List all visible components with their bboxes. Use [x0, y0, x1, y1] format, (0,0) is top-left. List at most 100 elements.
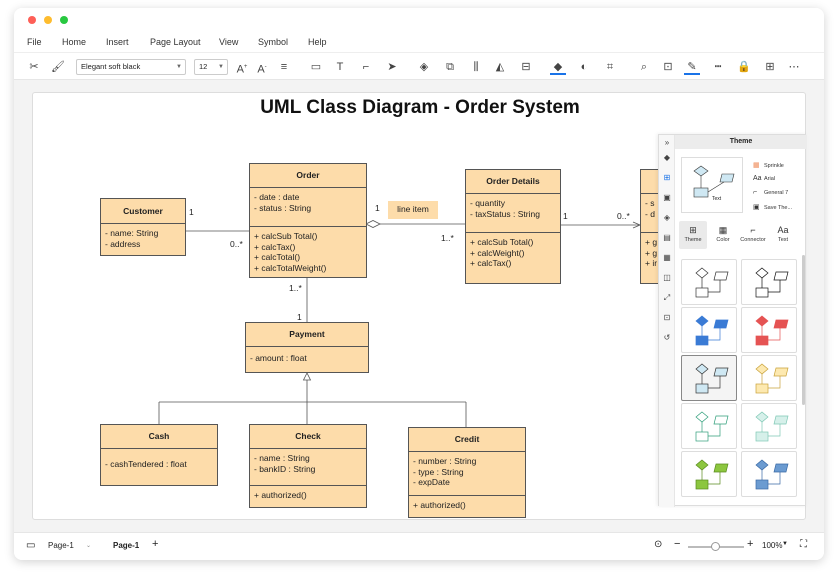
theme-card[interactable] — [681, 451, 737, 497]
class-name: Check — [250, 425, 366, 449]
multiplicity-label: 1 — [189, 207, 194, 217]
decrease-font-icon[interactable]: A- — [257, 63, 267, 76]
fill-color-icon[interactable]: ◆ — [550, 59, 566, 75]
class-cash[interactable]: Cash - cashTendered : float — [100, 424, 218, 486]
workspace: UML Class Diagram - Order System — [14, 80, 824, 532]
pointer-icon[interactable]: ➤ — [387, 61, 397, 73]
pen-color-icon[interactable]: ✎ — [684, 59, 700, 75]
page-tab-select[interactable]: Page-1 — [48, 541, 74, 550]
theme-card[interactable] — [681, 355, 737, 401]
close-window-button[interactable] — [28, 16, 36, 24]
search-icon[interactable]: ⌕ — [640, 61, 648, 73]
fullscreen-icon[interactable]: ⛶ — [800, 539, 807, 550]
class-operation: + calcSub Total() — [254, 231, 318, 241]
maximize-window-button[interactable] — [60, 16, 68, 24]
fit-icon[interactable]: ⊞ — [765, 61, 775, 73]
class-credit[interactable]: Credit - number : String - type : String… — [408, 427, 526, 518]
chevron-down-icon[interactable]: ▼ — [782, 541, 788, 547]
class-customer[interactable]: Customer - name: String - address — [100, 198, 186, 256]
class-operation: + calcTax() — [254, 241, 296, 252]
zoom-slider-thumb[interactable] — [711, 542, 720, 551]
minimize-window-button[interactable] — [44, 16, 52, 24]
theme-card[interactable] — [741, 259, 797, 305]
align-icon[interactable]: ≡ — [280, 61, 288, 73]
group-icon[interactable]: ⧉ — [446, 61, 454, 73]
menu-symbol[interactable]: Symbol — [258, 37, 289, 47]
theme-card[interactable] — [681, 259, 737, 305]
increase-font-icon[interactable]: A+ — [236, 63, 248, 76]
tab-connector[interactable]: ⌐Connector — [740, 225, 766, 243]
fill-panel-icon[interactable]: ◆ — [663, 153, 671, 162]
distribute-icon[interactable]: ⫼ — [473, 61, 479, 73]
lock-icon[interactable]: 🔒 — [737, 61, 751, 73]
zoom-in-icon[interactable]: + — [747, 538, 754, 550]
font-size-select[interactable]: 12▼ — [194, 59, 228, 75]
save-theme-button[interactable]: ▣Save The... — [753, 204, 793, 211]
menu-home[interactable]: Home — [62, 37, 87, 47]
class-operation: + ir — [645, 258, 658, 268]
theme-option-sprinkle[interactable]: ▦Sprinkle — [753, 162, 784, 169]
chart-panel-icon[interactable]: ◫ — [663, 273, 671, 282]
class-order[interactable]: Order - date : date - status : String + … — [249, 163, 367, 278]
tab-theme[interactable]: ⊞Theme — [679, 221, 707, 249]
add-page-icon[interactable]: + — [152, 538, 159, 550]
collapse-panel-icon[interactable]: » — [664, 138, 670, 147]
diagram-title[interactable]: UML Class Diagram - Order System — [260, 97, 580, 118]
class-operation: + g — [645, 237, 658, 247]
menu-help[interactable]: Help — [308, 37, 327, 47]
theme-option-connector[interactable]: ⌐General 7 — [753, 189, 789, 196]
connector-icon[interactable]: ⌐ — [362, 61, 370, 73]
theme-card-thumbnail — [695, 411, 729, 442]
zoom-level[interactable]: 100% — [762, 541, 783, 550]
connector-tab-icon: ⌐ — [750, 225, 756, 235]
present-icon[interactable]: ⊡ — [663, 313, 671, 322]
page-tab-active[interactable]: Page-1 — [113, 541, 140, 550]
layers-panel-icon[interactable]: ◈ — [663, 213, 671, 222]
menu-page-layout[interactable]: Page Layout — [150, 37, 201, 47]
text-tool-icon[interactable]: T — [336, 61, 344, 73]
multiplicity-label: 1..* — [441, 233, 454, 243]
line-style-icon[interactable]: ┅ — [714, 61, 722, 73]
find-replace-icon[interactable]: ⊡ — [663, 61, 673, 73]
format-painter-icon[interactable]: 🖌 — [51, 61, 65, 73]
theme-card[interactable] — [681, 307, 737, 353]
arrange-icon[interactable]: ⊟ — [521, 61, 531, 73]
zoom-out-icon[interactable]: − — [674, 538, 681, 550]
cut-icon[interactable]: ✂ — [29, 61, 39, 73]
theme-card[interactable] — [741, 307, 797, 353]
theme-card[interactable] — [741, 355, 797, 401]
page-view-icon[interactable]: ▭ — [26, 540, 36, 551]
line-color-icon[interactable]: ◐ — [580, 61, 588, 73]
panel-scrollbar[interactable] — [802, 255, 805, 405]
expand-icon[interactable]: ⤢ — [663, 293, 671, 302]
flip-icon[interactable]: ◭ — [495, 61, 505, 73]
data-panel-icon[interactable]: ▦ — [663, 253, 671, 262]
theme-card[interactable] — [741, 451, 797, 497]
theme-preview[interactable]: Text — [681, 157, 743, 213]
menu-insert[interactable]: Insert — [106, 37, 129, 47]
image-panel-icon[interactable]: ▣ — [663, 193, 671, 202]
history-icon[interactable]: ↺ — [663, 333, 671, 342]
crop-icon[interactable]: ⌗ — [606, 61, 614, 73]
class-payment[interactable]: Payment - amount : float — [245, 322, 369, 373]
class-operation: + authorized() — [413, 500, 466, 510]
association-label[interactable]: line item — [388, 201, 438, 219]
tab-color[interactable]: ▦Color — [709, 221, 737, 249]
menu-file[interactable]: File — [27, 37, 42, 47]
class-order-details[interactable]: Order Details - quantity - taxStatus : S… — [465, 169, 561, 284]
more-tools-icon[interactable]: ⋯ — [788, 61, 800, 73]
font-family-select[interactable]: Elegant soft black▼ — [76, 59, 186, 75]
theme-card[interactable] — [681, 403, 737, 449]
rectangle-icon[interactable]: ▭ — [310, 61, 322, 73]
page-panel-icon[interactable]: ▤ — [663, 233, 671, 242]
theme-panel-icon[interactable]: ⊞ — [663, 173, 671, 182]
multiplicity-label: 1..* — [289, 283, 302, 293]
menu-view[interactable]: View — [219, 37, 239, 47]
layers-icon[interactable]: ◈ — [419, 61, 429, 73]
theme-card[interactable] — [741, 403, 797, 449]
play-icon[interactable]: ⊙ — [654, 539, 663, 550]
class-check[interactable]: Check - name : String - bankID : String … — [249, 424, 367, 508]
chevron-down-icon[interactable]: ⌄ — [86, 543, 92, 549]
